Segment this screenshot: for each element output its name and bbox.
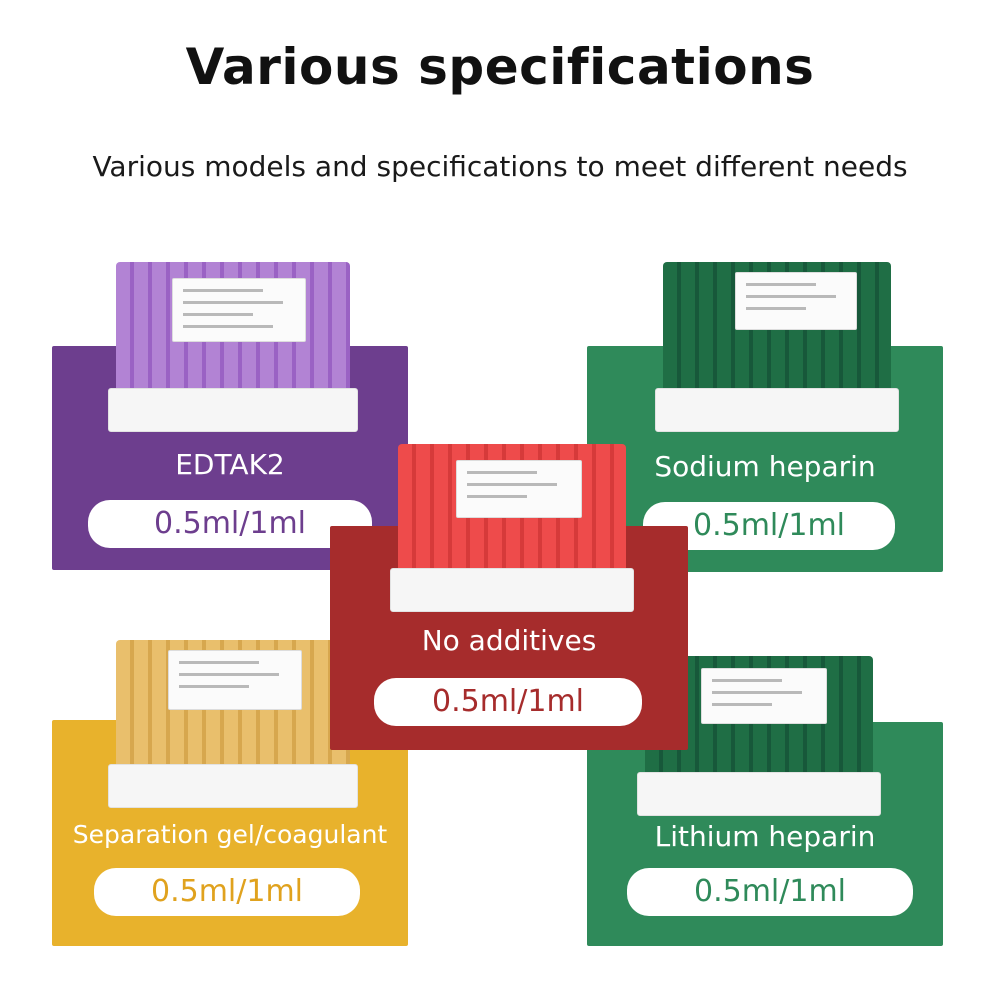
tube-rack-image — [655, 262, 899, 432]
rack-base — [637, 772, 881, 816]
rack-base — [108, 764, 358, 808]
tube-label-sticker — [172, 278, 306, 342]
tube-rack-image — [108, 262, 358, 432]
tube-label-sticker — [456, 460, 582, 518]
product-spec-badge: 0.5ml/1ml — [88, 500, 372, 548]
product-card-lithium-heparin: Lithium heparin 0.5ml/1ml — [587, 656, 943, 946]
product-spec-badge: 0.5ml/1ml — [374, 678, 642, 726]
product-name: Sodium heparin — [654, 450, 876, 483]
tube-rack-image — [108, 640, 358, 808]
product-name: Separation gel/coagulant — [72, 820, 388, 849]
rack-base — [390, 568, 634, 612]
product-card-edtak2: EDTAK2 0.5ml/1ml — [52, 262, 408, 570]
product-name: Lithium heparin — [654, 820, 876, 853]
product-spec-badge: 0.5ml/1ml — [627, 868, 913, 916]
rack-base — [108, 388, 358, 432]
tube-label-sticker — [701, 668, 827, 724]
product-name: No additives — [421, 624, 597, 657]
product-card-no-additives: No additives 0.5ml/1ml — [330, 444, 688, 750]
tube-label-sticker — [168, 650, 302, 710]
product-name: EDTAK2 — [175, 448, 285, 481]
page-subtitle: Various models and specifications to mee… — [92, 150, 908, 183]
tube-rack-image — [390, 444, 634, 612]
tube-label-sticker — [735, 272, 857, 330]
product-spec-badge: 0.5ml/1ml — [94, 868, 360, 916]
rack-base — [655, 388, 899, 432]
product-card-separation-gel: Separation gel/coagulant 0.5ml/1ml — [52, 640, 408, 946]
page-title: Various specifications — [185, 38, 815, 96]
